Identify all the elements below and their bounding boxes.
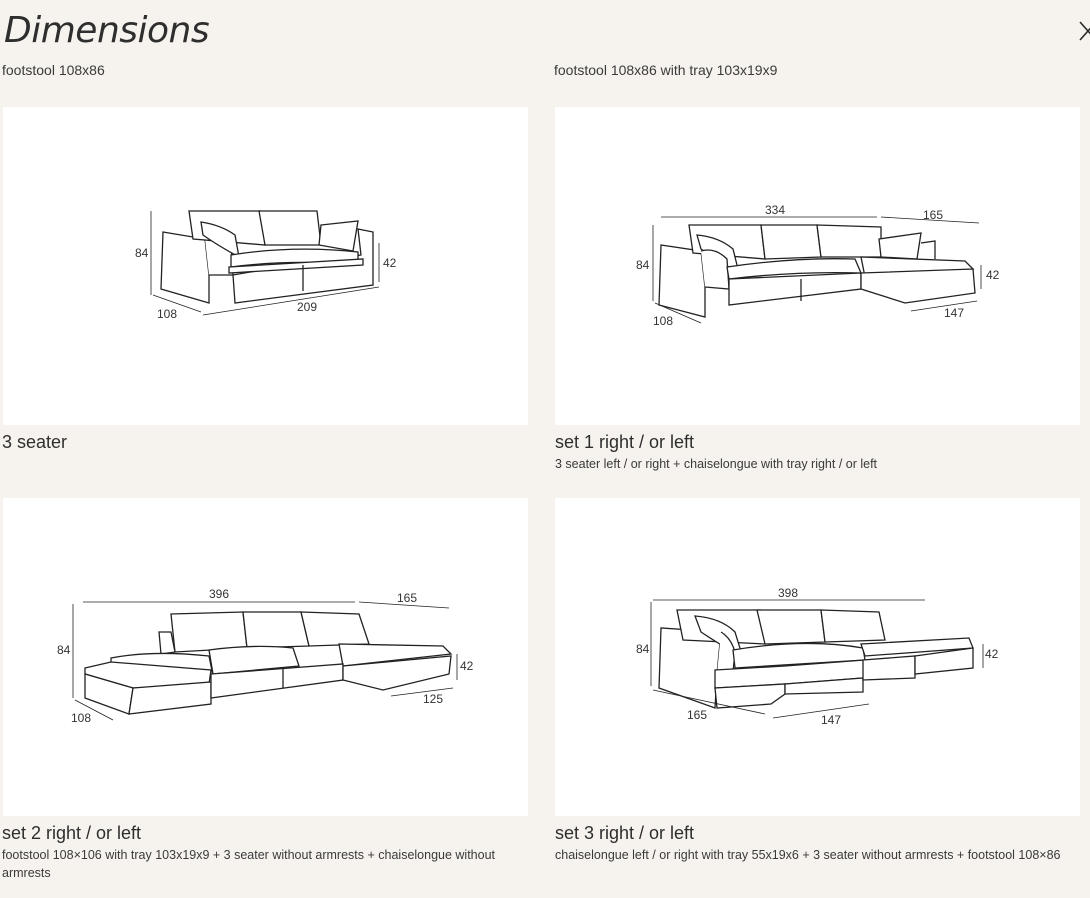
dim-chaise-width-label: 165 <box>397 591 417 605</box>
dim-chaise-depth-label: 125 <box>423 692 443 706</box>
dim-seat-label: 42 <box>985 647 999 661</box>
dim-depth-label: 108 <box>71 711 91 725</box>
dim-height-label: 84 <box>636 642 650 656</box>
sofa-3-seater-drawing: 84 42 108 209 <box>135 210 397 321</box>
product-title: set 1 right / or left <box>555 432 695 452</box>
product-description: 3 seater left / or right + chaiselongue … <box>555 457 878 471</box>
dim-seat-label: 42 <box>986 268 1000 282</box>
sofa-set-2-drawing: 396 165 84 42 108 125 <box>57 587 474 725</box>
dim-width-label: 396 <box>209 587 229 601</box>
dim-seat-label: 42 <box>460 659 474 673</box>
dim-depth-label: 165 <box>687 708 707 722</box>
page-title: Dimensions <box>4 10 210 51</box>
dim-height-label: 84 <box>135 246 149 260</box>
close-icon <box>1079 21 1090 41</box>
product-description: chaiselongue left / or right with tray 5… <box>555 848 1061 862</box>
dim-seat-label: 42 <box>383 256 397 270</box>
product-image-set-1: 334 165 84 42 108 147 <box>555 107 1080 425</box>
sofa-set-3-drawing: 398 84 42 165 147 <box>636 586 999 727</box>
dim-depth-label: 108 <box>157 307 177 321</box>
sofa-set-1-drawing: 334 165 84 42 108 147 <box>636 203 1000 328</box>
dim-width-label: 209 <box>297 300 317 314</box>
product-title: set 3 right / or left <box>555 823 695 843</box>
dim-chaise-depth-label: 147 <box>944 306 964 320</box>
dim-chaise-width-label: 165 <box>923 208 943 222</box>
dim-width-label: 334 <box>765 203 785 217</box>
product-title: 3 seater <box>2 432 68 452</box>
product-description: footstool 108×106 with tray 103x19x9 + 3… <box>2 848 496 880</box>
dim-height-label: 84 <box>57 643 71 657</box>
dim-height-label: 84 <box>636 258 650 272</box>
dim-width-label: 398 <box>778 586 798 600</box>
dialog-header: Dimensions <box>0 0 1090 60</box>
product-image-3-seater: 84 42 108 209 <box>3 107 528 425</box>
cut-off-caption-left: footstool 108x86 <box>2 62 105 78</box>
product-title: set 2 right / or left <box>2 823 142 843</box>
product-image-set-2: 396 165 84 42 108 125 <box>3 498 528 816</box>
close-button[interactable] <box>1074 16 1090 46</box>
dim-chaise-depth-label: 147 <box>821 713 841 727</box>
dim-depth-label: 108 <box>653 314 673 328</box>
product-image-set-3: 398 84 42 165 147 <box>555 498 1080 816</box>
cut-off-caption-right: footstool 108x86 with tray 103x19x9 <box>554 62 778 78</box>
